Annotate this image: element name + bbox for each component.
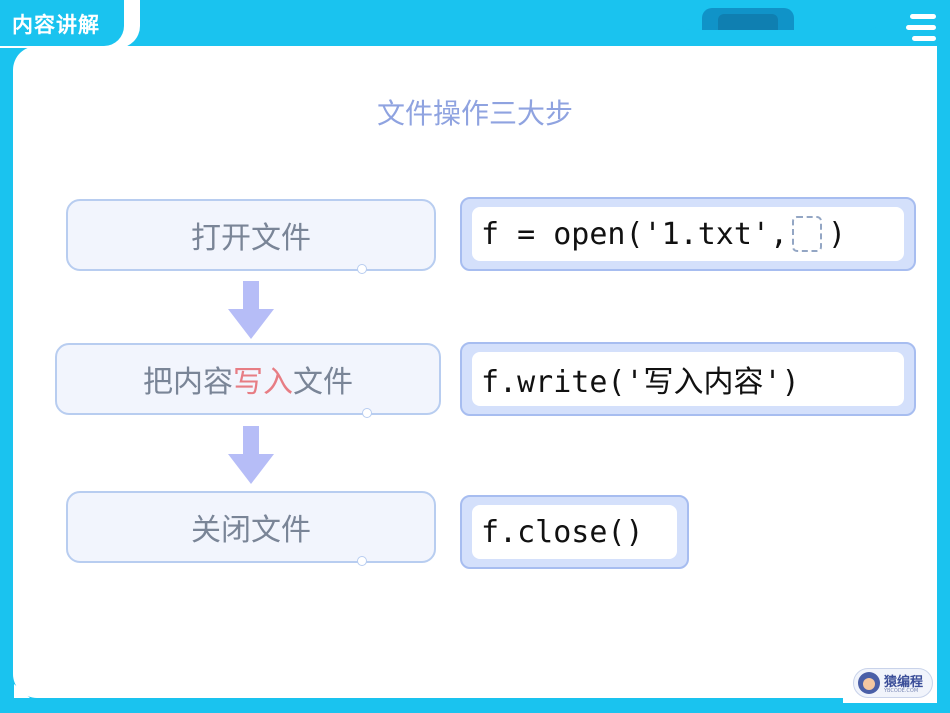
step-write-suffix: 文件 xyxy=(293,365,353,400)
blank-input-slot[interactable] xyxy=(792,216,823,252)
step-write-prefix: 把内容 xyxy=(143,365,233,400)
connector-dot xyxy=(357,264,367,274)
header-tab-label: 内容讲解 xyxy=(12,13,100,37)
connector-dot xyxy=(362,408,372,418)
code-open-text: f = open('1.txt',) xyxy=(472,207,904,261)
top-handle-inner xyxy=(718,14,778,30)
step-close-file: 关闭文件 xyxy=(66,491,436,566)
menu-icon[interactable] xyxy=(906,12,938,42)
connector-dot xyxy=(357,556,367,566)
code-write-text: f.write('写入内容') xyxy=(472,352,904,406)
step-open-file-label: 打开文件 xyxy=(191,221,311,256)
corner-decoration xyxy=(14,684,30,698)
logo-url: YBCODE.COM xyxy=(884,688,919,694)
step-open-file: 打开文件 xyxy=(66,199,436,274)
monkey-logo-icon xyxy=(858,672,880,694)
step-write-file: 把内容写入文件 xyxy=(55,343,441,418)
step-write-file-label: 把内容写入文件 xyxy=(143,357,353,401)
step-close-file-label: 关闭文件 xyxy=(191,513,311,548)
code-open-after: ) xyxy=(828,216,847,252)
code-close: f.close() xyxy=(460,495,689,569)
down-arrow-icon xyxy=(228,426,274,484)
code-close-text: f.close() xyxy=(472,505,677,559)
step-write-highlight: 写入 xyxy=(233,365,293,400)
header-tab: 内容讲解 xyxy=(0,0,124,46)
page-title: 文件操作三大步 xyxy=(376,97,573,130)
code-write: f.write('写入内容') xyxy=(460,342,916,416)
down-arrow-icon xyxy=(228,281,274,339)
logo-name: 猿编程 xyxy=(884,675,924,690)
code-open: f = open('1.txt',) xyxy=(460,197,916,271)
code-open-before: f = open('1.txt', xyxy=(481,216,789,252)
